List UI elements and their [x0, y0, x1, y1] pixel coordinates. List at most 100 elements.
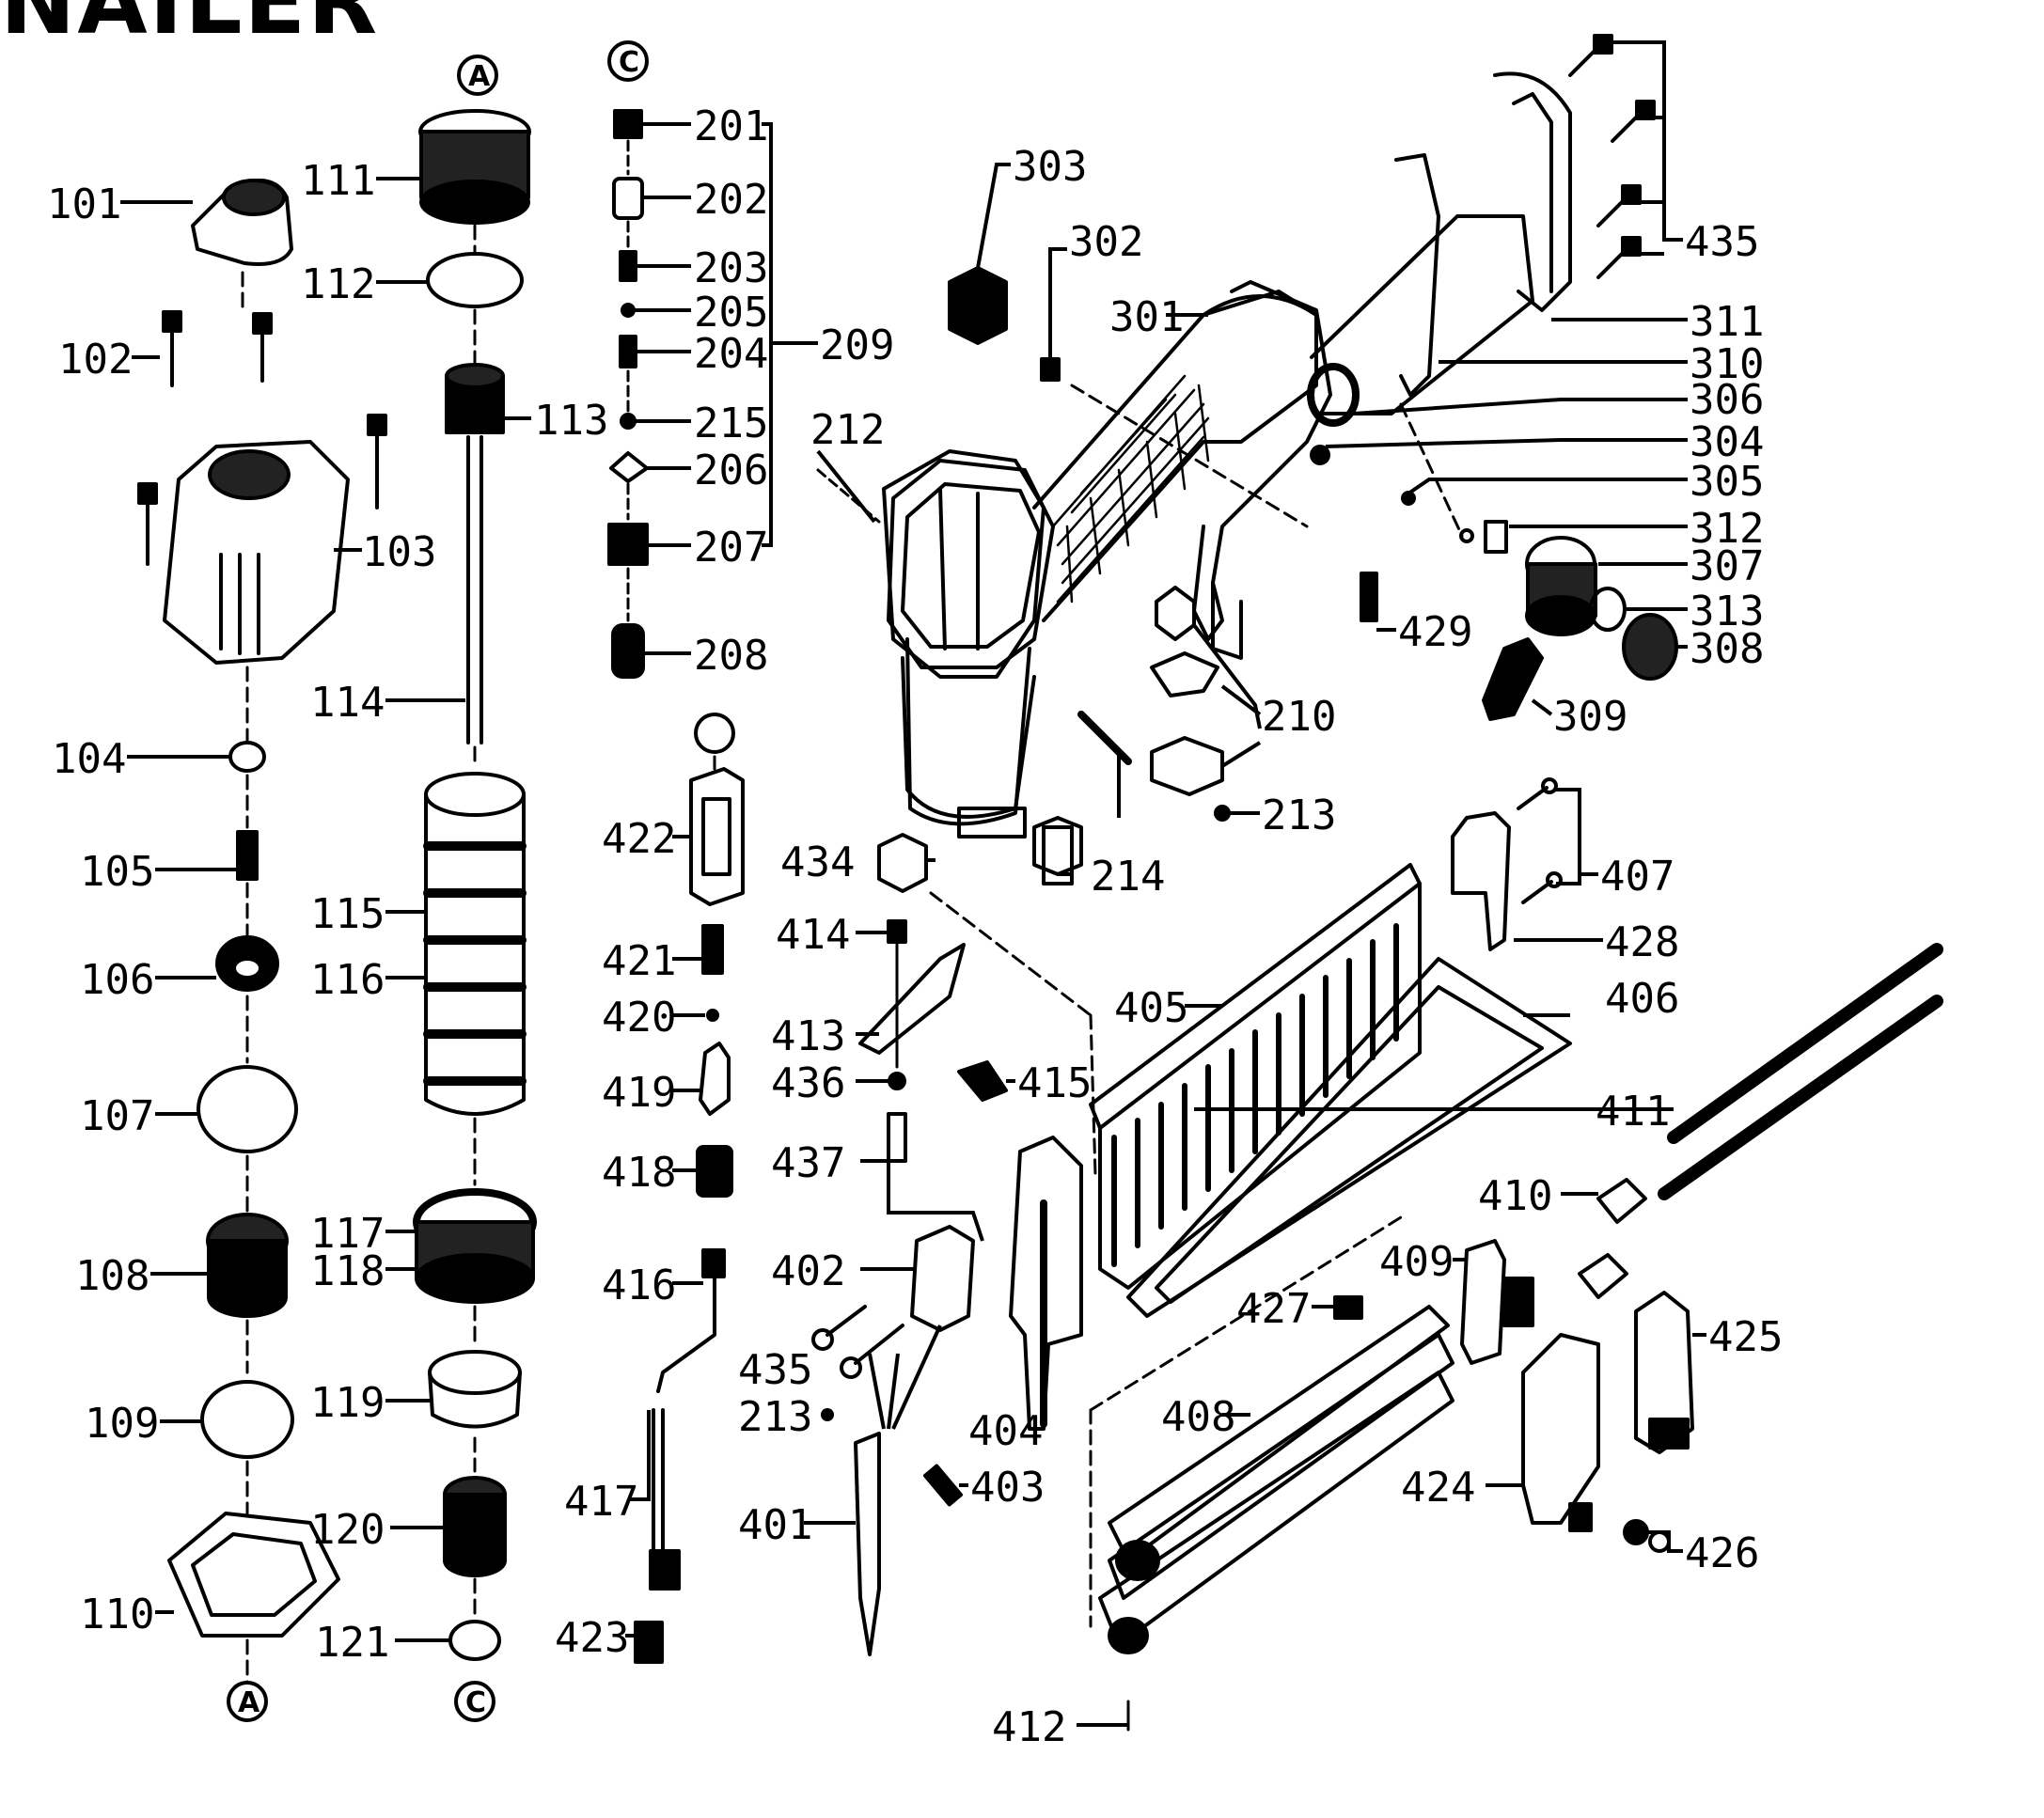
label-408: 408 [1161, 1393, 1235, 1441]
label-423: 423 [555, 1614, 629, 1662]
label-407: 407 [1600, 853, 1675, 901]
label-306: 306 [1690, 376, 1764, 424]
label-112: 112 [301, 260, 375, 308]
part-405-magazine-channel-icon [1089, 863, 1422, 1290]
diagram-title: NAILER [0, 0, 380, 55]
part-421-spring-icon [701, 924, 724, 975]
label-402: 402 [771, 1247, 845, 1295]
part-312-sleeve-icon [1484, 520, 1508, 554]
connector-a-bottom-label: A [238, 1686, 260, 1719]
part-102-screw-icon [137, 310, 387, 566]
label-417: 417 [564, 1478, 638, 1526]
label-409: 409 [1379, 1238, 1454, 1286]
part-420-pin-icon [706, 1009, 719, 1022]
label-107: 107 [80, 1092, 154, 1140]
part-422-trigger-housing-icon [689, 767, 745, 906]
label-429: 429 [1398, 608, 1472, 656]
part-416-trigger-lever-icon [656, 1248, 726, 1393]
part-437-pin-icon [887, 1112, 907, 1163]
label-415: 415 [1017, 1059, 1092, 1107]
label-434: 434 [780, 838, 855, 886]
connector-c-bottom-label: C [465, 1686, 486, 1719]
label-410: 410 [1478, 1172, 1552, 1220]
part-407-screws-icon [1517, 777, 1563, 904]
label-205: 205 [694, 289, 768, 337]
label-204: 204 [694, 330, 768, 378]
part-111-head-valve-icon [418, 109, 531, 225]
connector-extra-icon [694, 713, 735, 754]
label-104: 104 [52, 735, 126, 783]
label-425: 425 [1708, 1313, 1783, 1361]
connector-a-top-icon [457, 55, 498, 96]
part-411-pusher-rods-icon [1658, 943, 1943, 1200]
label-404: 404 [968, 1407, 1043, 1455]
label-416: 416 [602, 1262, 676, 1309]
connector-a-top-label: A [468, 60, 491, 93]
label-209: 209 [820, 321, 894, 369]
part-213-pin-icon [1214, 805, 1231, 822]
part-417-rod-icon [649, 1408, 681, 1591]
part-305-ball-icon [1401, 491, 1416, 506]
part-414-spring-icon [887, 919, 907, 944]
parts-201-208-valve-stack-icon [607, 109, 649, 679]
label-208: 208 [694, 632, 768, 680]
part-426-fastener-icon [1623, 1519, 1671, 1553]
part-308-cap-icon [1622, 613, 1678, 681]
label-412: 412 [992, 1703, 1066, 1751]
part-110-gasket-icon [167, 1512, 340, 1638]
part-408-magazine-rail-icon [1098, 1305, 1454, 1654]
part-103-cylinder-head-icon [163, 440, 350, 665]
label-118: 118 [310, 1247, 385, 1295]
part-112-ring-icon [426, 252, 524, 308]
part-117-118-ring-set-icon [413, 1188, 537, 1304]
part-406-base-plate-icon [1126, 957, 1572, 1318]
part-404-nose-icon [1009, 1136, 1083, 1431]
part-107-ring-icon [197, 1065, 298, 1153]
label-405: 405 [1114, 984, 1188, 1032]
part-313-ring-icon [1589, 587, 1627, 632]
part-429-screw-icon [1360, 572, 1378, 622]
label-119: 119 [310, 1379, 385, 1427]
part-307-adjuster-icon [1525, 536, 1597, 636]
part-210-clip-icon [1150, 736, 1224, 796]
label-110: 110 [80, 1591, 154, 1638]
label-207: 207 [694, 524, 768, 572]
part-402-plate-icon [910, 1225, 975, 1332]
connector-c-top-icon [607, 40, 649, 82]
part-423-tip-icon [634, 1621, 664, 1664]
label-215: 215 [694, 400, 768, 447]
label-413: 413 [771, 1012, 845, 1060]
part-424-latch-bracket-icon [1521, 1333, 1600, 1532]
label-420: 420 [602, 994, 676, 1042]
label-120: 120 [310, 1506, 385, 1554]
part-210-nut-icon [1155, 586, 1196, 641]
part-115-bumper-icon [423, 772, 527, 1116]
part-403-screw-icon [923, 1464, 963, 1507]
part-106-nut-icon [215, 935, 279, 992]
connector-c-top-label: C [619, 46, 639, 79]
part-418-valve-icon [696, 1145, 733, 1198]
part-119-bushing-icon [428, 1350, 522, 1429]
label-114: 114 [310, 679, 385, 727]
label-303: 303 [1013, 143, 1087, 191]
label-426: 426 [1685, 1529, 1759, 1577]
label-428: 428 [1605, 918, 1679, 966]
label-427: 427 [1236, 1285, 1311, 1333]
label-304: 304 [1690, 418, 1764, 466]
part-104-ball-icon [228, 741, 266, 773]
label-106: 106 [80, 956, 154, 1004]
label-111: 111 [301, 157, 375, 205]
label-305: 305 [1690, 458, 1764, 506]
label-108: 108 [75, 1252, 149, 1300]
label-419: 419 [602, 1069, 676, 1117]
part-436-pin-icon [888, 1072, 906, 1090]
label-309: 309 [1553, 693, 1627, 741]
label-214: 214 [1091, 853, 1165, 901]
part-113-piston-icon [445, 363, 505, 434]
label-311: 311 [1690, 298, 1764, 346]
label-101: 101 [47, 180, 121, 228]
label-115: 115 [310, 890, 385, 938]
part-120-valve-icon [443, 1476, 507, 1577]
